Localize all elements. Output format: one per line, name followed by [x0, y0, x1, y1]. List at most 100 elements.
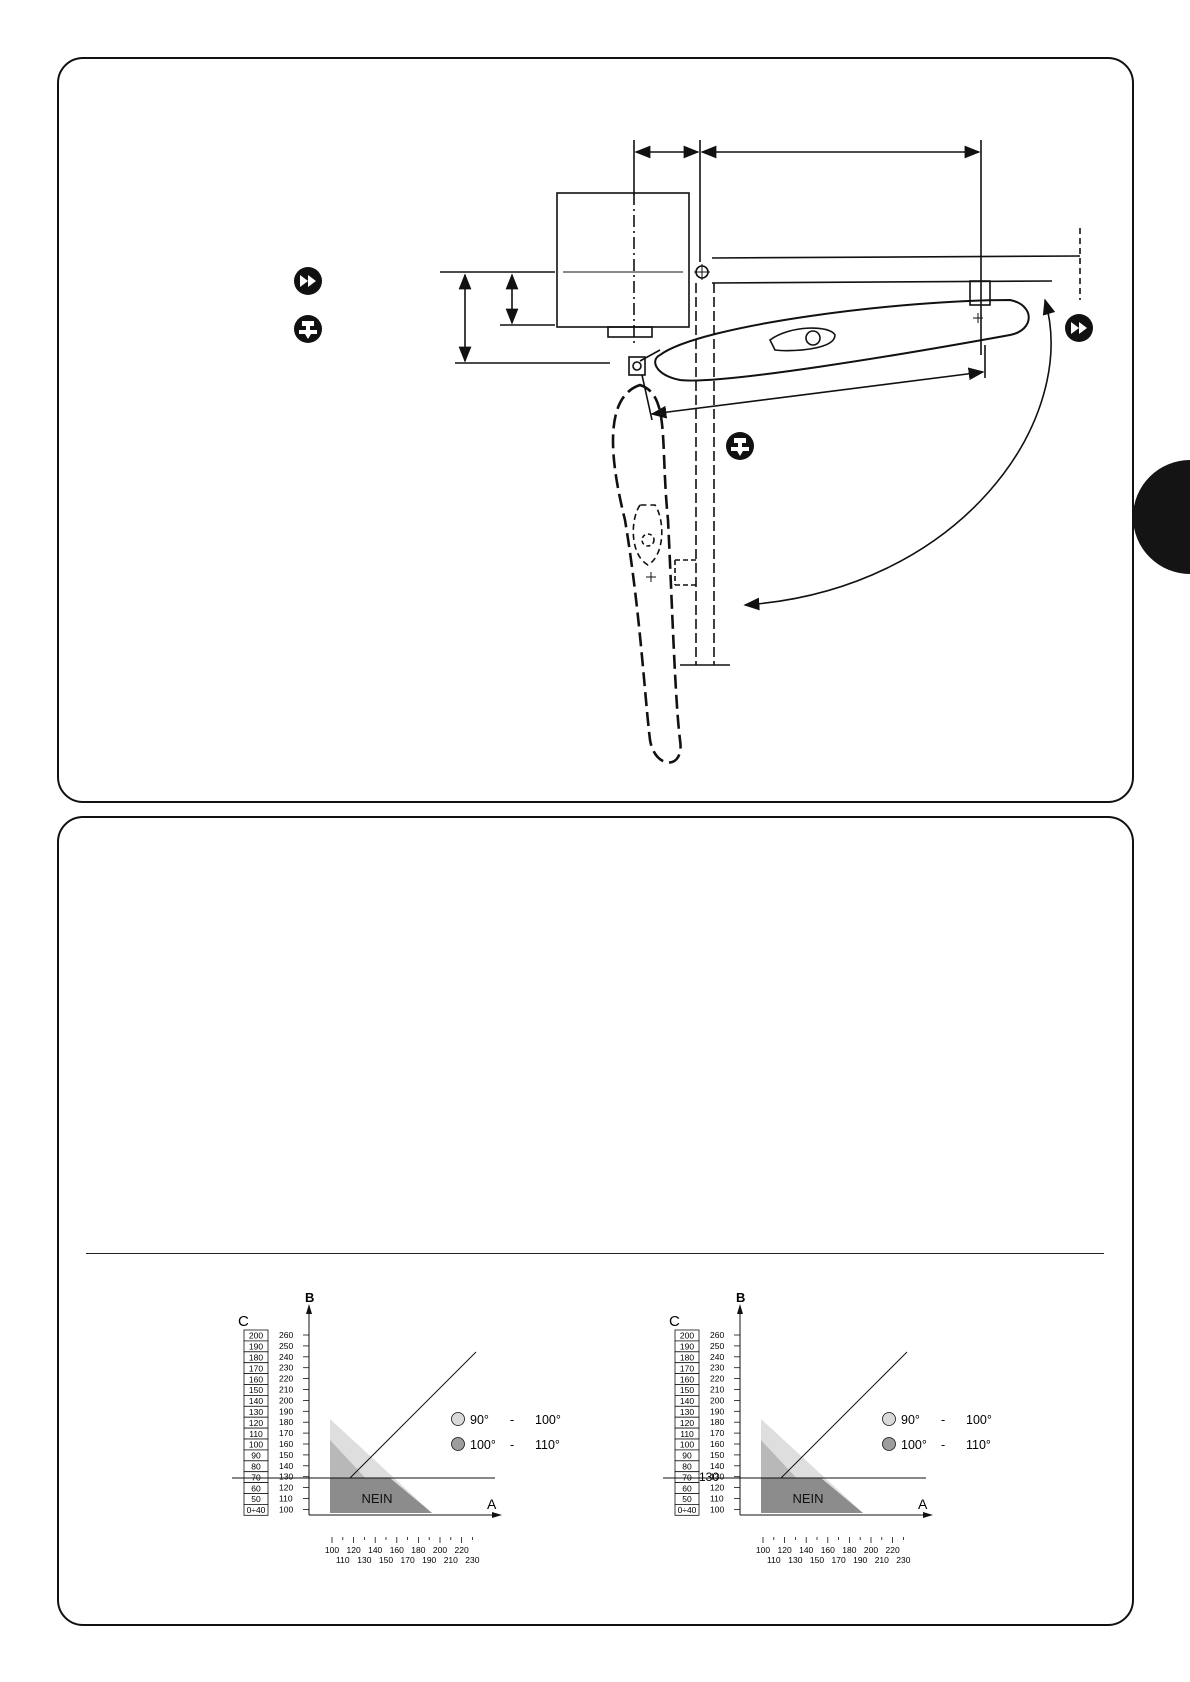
a-tick-label-top: 180 — [842, 1545, 856, 1555]
a-tick-label-bottom: 190 — [422, 1555, 436, 1565]
c-value-label: 50 — [251, 1494, 261, 1504]
c-value-label: 200 — [680, 1331, 694, 1341]
a-tick-label-top: 200 — [433, 1545, 447, 1555]
b-tick-label: 220 — [279, 1374, 293, 1384]
legend-swatch — [882, 1437, 896, 1451]
a-axis-arrow — [492, 1512, 502, 1518]
c-value-label: 140 — [249, 1396, 263, 1406]
gate-opener-diagram — [294, 140, 1093, 764]
b-tick-label: 250 — [710, 1341, 724, 1351]
c-value-label: 80 — [682, 1462, 692, 1472]
c-value-label: 180 — [680, 1353, 694, 1363]
a-tick-label-top: 140 — [368, 1545, 382, 1555]
c-value-label: 0÷40 — [678, 1505, 697, 1515]
b-tick-label: 110 — [710, 1494, 724, 1504]
c-value-label: 110 — [680, 1429, 694, 1439]
c-value-label: 120 — [249, 1418, 263, 1428]
b-tick-label: 230 — [710, 1363, 724, 1373]
b-tick-label: 160 — [710, 1439, 724, 1449]
legend-range-end: 100° — [535, 1413, 561, 1427]
opening-angle-arc — [743, 298, 1056, 611]
b-axis-label: B — [736, 1290, 745, 1305]
c-column-label: C — [669, 1313, 680, 1330]
legend-dash: - — [510, 1413, 514, 1427]
legend-range-start: 90° — [470, 1413, 489, 1427]
marker-label: 130 — [699, 1470, 719, 1484]
legend-range-start: 100° — [470, 1438, 496, 1452]
c-value-label: 150 — [249, 1385, 263, 1395]
charts-panel — [57, 816, 1134, 1626]
gate-leaf-top-edge — [711, 255, 1081, 259]
c-value-label: 100 — [249, 1440, 263, 1450]
a-axis-label: A — [487, 1496, 497, 1512]
diagonal-reference-line — [780, 1351, 908, 1479]
a-tick-label-top: 160 — [390, 1545, 404, 1555]
b-tick-label: 260 — [710, 1330, 724, 1340]
a-tick-label-bottom: 210 — [875, 1555, 889, 1565]
a-tick-label-top: 140 — [799, 1545, 813, 1555]
a-tick-label-bottom: 130 — [788, 1555, 802, 1565]
a-tick-label-top: 120 — [778, 1545, 792, 1555]
section-divider — [86, 1253, 1104, 1254]
b-tick-label: 130 — [279, 1472, 293, 1482]
b-tick-label: 100 — [710, 1504, 724, 1514]
a-tick-label-top: 200 — [864, 1545, 878, 1555]
tool-anvil-icon — [726, 432, 754, 460]
c-value-label: 90 — [251, 1451, 261, 1461]
b-tick-label: 150 — [710, 1450, 724, 1460]
opening-range-chart-1: C200190180170160150140130120110100908070… — [232, 1290, 561, 1565]
b-tick-label: 180 — [710, 1417, 724, 1427]
legend-swatch — [882, 1412, 896, 1426]
a-tick-label-bottom: 130 — [357, 1555, 371, 1565]
a-tick-label-bottom: 110 — [336, 1555, 350, 1565]
opening-range-chart-2: C200190180170160150140130120110100908070… — [663, 1290, 992, 1565]
c-value-label: 90 — [682, 1451, 692, 1461]
operator-arm-slot — [768, 327, 836, 352]
legend-range-end: 100° — [966, 1413, 992, 1427]
b-axis-arrow — [306, 1304, 312, 1314]
c-value-cell — [674, 1503, 700, 1516]
b-axis-label: B — [305, 1290, 314, 1305]
b-tick-label: 160 — [279, 1439, 293, 1449]
b-tick-label: 140 — [710, 1461, 724, 1471]
legend-dash: - — [941, 1438, 945, 1452]
legend-range-end: 110° — [535, 1438, 560, 1452]
b-tick-label: 220 — [710, 1374, 724, 1384]
diagonal-reference-line — [349, 1351, 477, 1479]
c-value-label: 60 — [251, 1483, 261, 1493]
c-value-label: 170 — [680, 1363, 694, 1373]
b-tick-label: 210 — [279, 1385, 293, 1395]
a-axis-arrow — [923, 1512, 933, 1518]
c-value-label: 150 — [680, 1385, 694, 1395]
c-value-label: 200 — [249, 1331, 263, 1341]
c-value-label: 130 — [249, 1407, 263, 1417]
b-tick-label: 110 — [279, 1494, 293, 1504]
legend-swatch — [451, 1437, 465, 1451]
b-tick-label: 120 — [710, 1483, 724, 1493]
c-value-label: 170 — [249, 1363, 263, 1373]
c-column-label: C — [238, 1313, 249, 1330]
b-tick-label: 140 — [279, 1461, 293, 1471]
front-bracket — [628, 356, 646, 376]
c-value-label: 180 — [249, 1353, 263, 1363]
b-tick-label: 200 — [710, 1395, 724, 1405]
a-tick-label-bottom: 230 — [465, 1555, 479, 1565]
c-value-label: 0÷40 — [247, 1505, 266, 1515]
c-value-label: 60 — [682, 1483, 692, 1493]
c-value-label: 100 — [680, 1440, 694, 1450]
c-value-label: 130 — [680, 1407, 694, 1417]
a-tick-label-top: 160 — [821, 1545, 835, 1555]
fast-forward-icon — [294, 267, 322, 295]
legend-swatch — [451, 1412, 465, 1426]
b-tick-label: 120 — [279, 1483, 293, 1493]
a-tick-label-top: 100 — [756, 1545, 770, 1555]
b-tick-label: 190 — [279, 1406, 293, 1416]
a-tick-label-bottom: 110 — [767, 1555, 781, 1565]
c-value-label: 110 — [249, 1429, 263, 1439]
a-tick-label-bottom: 150 — [810, 1555, 824, 1565]
a-tick-label-bottom: 150 — [379, 1555, 393, 1565]
a-tick-label-top: 120 — [347, 1545, 361, 1555]
c-value-cell — [243, 1503, 269, 1516]
b-tick-label: 130 — [710, 1472, 724, 1482]
b-tick-label: 150 — [279, 1450, 293, 1460]
